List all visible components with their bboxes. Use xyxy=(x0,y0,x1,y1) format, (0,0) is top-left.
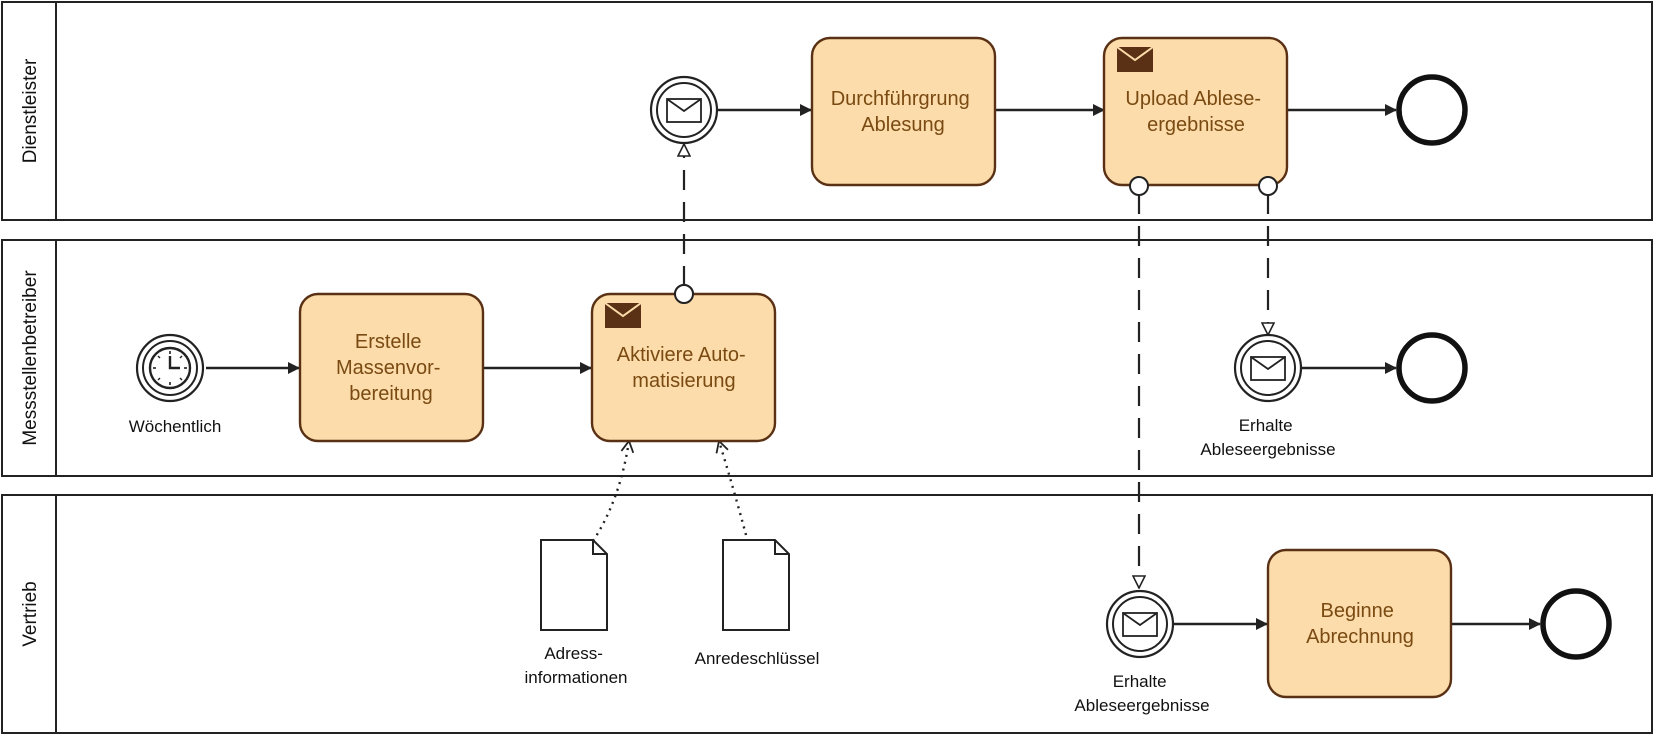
task-beginne-abrechnung[interactable]: Beginne Abrechnung xyxy=(1266,548,1453,699)
task-label: Durchführgrung xyxy=(831,88,970,110)
envelope-icon xyxy=(1122,612,1158,637)
message-catch-event-messstellen[interactable] xyxy=(1233,333,1303,403)
svg-text:Erstelle Massenvor-: Erstelle Massenvor- bereitung xyxy=(336,331,446,405)
message-catch-event-vertrieb[interactable] xyxy=(1105,589,1175,659)
task-label: bereitung xyxy=(349,383,432,405)
timer-start-event[interactable] xyxy=(135,333,205,403)
lane-messstellenbetreiber: Messstellenbetreiber xyxy=(1,239,1653,477)
lane-label-dienstleister: Dienstleister xyxy=(20,58,41,163)
event-label-erhalte-messstellen: Erhalte Ableseergebnisse xyxy=(1200,416,1335,459)
data-object-label-adress: Adress- informationen xyxy=(524,644,627,687)
task-label: Ablesung xyxy=(861,114,944,136)
sequence-flows xyxy=(206,104,1541,630)
end-event-vertrieb[interactable] xyxy=(1540,588,1612,660)
message-flow-origin xyxy=(1258,176,1278,196)
lane-label-messstellenbetreiber: Messstellenbetreiber xyxy=(20,270,41,446)
task-durchfuehrung-ablesung[interactable]: Durchführgrung Ablesung xyxy=(810,36,997,187)
document-icon xyxy=(540,539,608,631)
message-flow-origin xyxy=(674,284,694,304)
task-label: Upload Ablese- xyxy=(1125,88,1261,110)
data-object-label-anrede: Anredeschlüssel xyxy=(695,649,820,668)
envelope-icon xyxy=(666,98,702,123)
data-object-adressinformationen[interactable] xyxy=(540,539,608,631)
end-event-messstellenbetreiber[interactable] xyxy=(1396,332,1468,404)
data-associations xyxy=(591,439,748,542)
lane-label-vertrieb: Vertrieb xyxy=(20,581,41,646)
task-label: ergebnisse xyxy=(1147,114,1245,136)
end-event-dienstleister[interactable] xyxy=(1396,74,1468,146)
task-erstelle-massenvorbereitung[interactable]: Erstelle Massenvor- bereitung xyxy=(298,292,485,443)
clock-icon xyxy=(148,346,192,390)
task-label: matisierung xyxy=(632,370,735,392)
message-start-event-dienstleister[interactable] xyxy=(649,75,719,145)
task-label: Massenvor- xyxy=(336,357,440,379)
event-label-woechentlich: Wöchentlich xyxy=(129,417,222,436)
svg-text:Beginne Abrechnung: Beginne Abrechnung xyxy=(1306,600,1414,648)
svg-text:Upload Ablese- ergebniss: Upload Ablese- ergebnisse xyxy=(1125,88,1266,136)
envelope-icon xyxy=(1250,356,1286,381)
send-envelope-icon xyxy=(604,302,642,328)
document-icon xyxy=(722,539,790,631)
svg-text:Aktiviere Auto- matisier: Aktiviere Auto- matisierung xyxy=(617,344,752,392)
svg-text:Durchführgrung Ablesung: Durchführgrung Ablesung xyxy=(831,88,976,136)
task-label: Abrechnung xyxy=(1306,626,1414,648)
task-upload-ableseergebnisse[interactable]: Upload Ablese- ergebnisse xyxy=(1102,36,1289,196)
task-label: Beginne xyxy=(1321,600,1394,622)
association-adress-to-aktiviere xyxy=(591,439,635,542)
task-label: Erstelle xyxy=(355,331,422,353)
data-object-anredeschluessel[interactable] xyxy=(722,539,790,631)
send-envelope-icon xyxy=(1116,46,1154,72)
task-label: Aktiviere Auto- xyxy=(617,344,746,366)
task-aktiviere-automatisierung[interactable]: Aktiviere Auto- matisierung xyxy=(590,284,777,443)
event-label-erhalte-vertrieb: Erhalte Ableseergebnisse xyxy=(1074,672,1209,715)
message-flow-origin xyxy=(1129,176,1149,196)
